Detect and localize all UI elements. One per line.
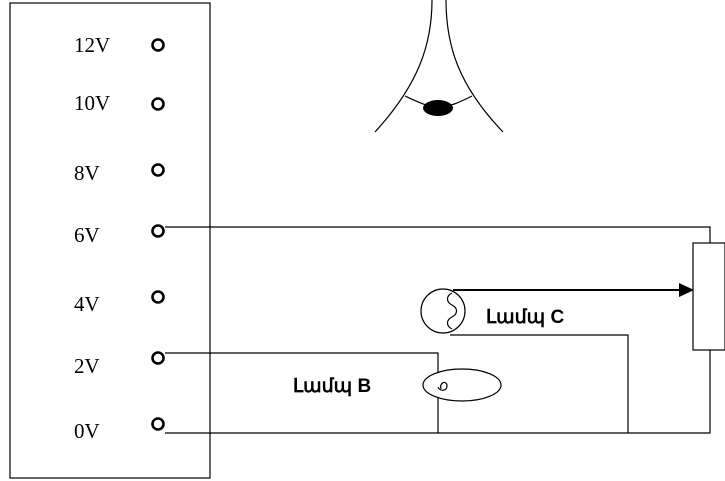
eye-icon: [374, 0, 504, 133]
eye-pupil: [423, 100, 453, 116]
terminal-label-2v: 2V: [74, 354, 100, 378]
eye-outline-left: [374, 0, 433, 133]
eye-outline-right: [445, 0, 504, 133]
wire-lamp-c-return: [450, 334, 629, 433]
wire-0v-to-rheostat: [165, 350, 711, 434]
wire-2v-lamp-b-branch: [165, 352, 439, 433]
lamp-c-label: Լամպ C: [486, 307, 564, 328]
rheostat: [692, 242, 725, 351]
lamp-b-bulb: [422, 368, 502, 402]
wire-6v-to-rheostat: [165, 226, 711, 243]
terminal-8v: [151, 163, 165, 177]
terminal-label-10v: 10V: [74, 91, 110, 115]
terminal-6v: [151, 224, 165, 238]
lamp-c: [420, 288, 466, 334]
rheostat-slider-arrowhead: [679, 283, 694, 297]
terminal-label-0v: 0V: [74, 419, 100, 443]
terminal-0v: [151, 417, 165, 431]
lamp-b-label: Լամպ B: [293, 376, 371, 397]
terminal-10v: [151, 97, 165, 111]
terminal-2v: [151, 351, 165, 365]
lamp-b-filament: [437, 381, 448, 391]
terminal-label-12v: 12V: [74, 33, 110, 57]
terminal-label-8v: 8V: [74, 161, 100, 185]
lamp-b: [422, 368, 502, 402]
power-supply-box: [9, 2, 211, 479]
terminal-12v: [151, 38, 165, 52]
terminal-label-6v: 6V: [74, 223, 100, 247]
lamp-c-bulb: [420, 288, 466, 334]
terminal-label-4v: 4V: [74, 292, 100, 316]
lamp-c-filament: [446, 292, 458, 330]
terminal-4v: [151, 290, 165, 304]
